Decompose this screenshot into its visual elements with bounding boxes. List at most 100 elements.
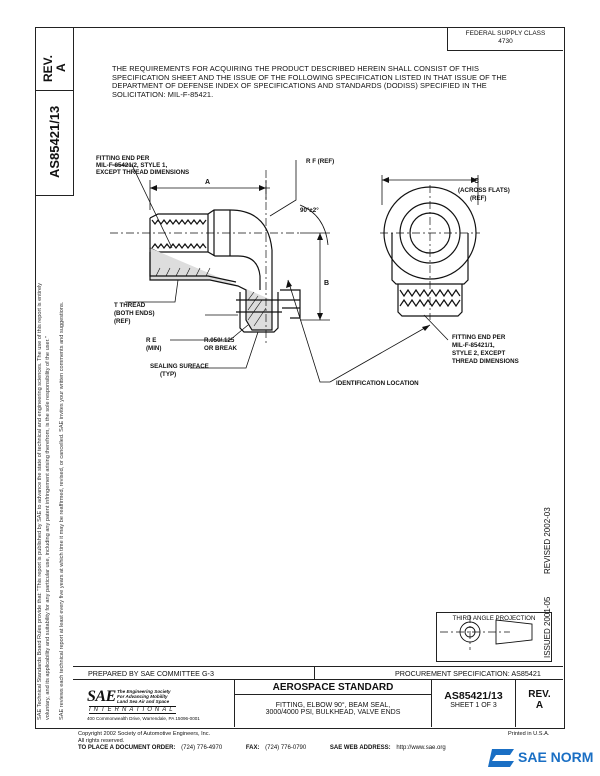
- rights-line: All rights reserved.: [78, 737, 125, 744]
- web-address[interactable]: http://www.sae.org: [396, 745, 446, 751]
- svg-text:MIL-F-85421/1,: MIL-F-85421/1,: [452, 342, 495, 349]
- footer-contact: TO PLACE A DOCUMENT ORDER: (724) 776-497…: [78, 745, 446, 751]
- requirements-text: THE REQUIREMENTS FOR ACQUIRING THE PRODU…: [112, 64, 542, 99]
- drawing-labels: FITTING END PER MIL-F-85421/2, STYLE 1, …: [96, 155, 519, 387]
- arrowheads: [150, 177, 478, 331]
- title-cell: AEROSPACE STANDARD FITTING, ELBOW 90°, B…: [235, 680, 432, 727]
- t-thread-line-1: T THREAD: [114, 302, 146, 309]
- svg-text:THREAD DIMENSIONS: THREAD DIMENSIONS: [452, 358, 519, 365]
- svg-text:(REF): (REF): [114, 318, 131, 325]
- svg-text:R E: R E: [146, 337, 156, 344]
- revised-date: REVISED 2002-03: [543, 507, 552, 574]
- doc-number: AS85421/13: [444, 690, 503, 702]
- identification-label: IDENTIFICATION LOCATION: [336, 380, 419, 387]
- rev-label: REV.: [528, 689, 551, 700]
- prepared-by: PREPARED BY SAE COMMITTEE G-3: [88, 669, 214, 678]
- svg-text:SEALING SURFACE: SEALING SURFACE: [150, 363, 209, 370]
- tagline-line-1: The Engineering Society: [117, 689, 171, 694]
- dim-b-label: B: [324, 280, 329, 287]
- svg-text:R F (REF): R F (REF): [306, 158, 334, 165]
- copyright-line: Copyright 2002 Society of Automotive Eng…: [78, 731, 211, 737]
- sae-logo: SAE: [87, 688, 116, 705]
- sealing-line-2: (TYP): [160, 371, 176, 378]
- requirements-line-2: SPECIFICATION SHEET AND THE ISSUE OF THE…: [112, 72, 507, 82]
- dim-c-line-2: (ACROSS FLATS): [458, 187, 510, 194]
- fitting-left-line-1: FITTING END PER: [96, 155, 150, 162]
- fitting-right-line-3: STYLE 2, EXCEPT: [452, 350, 506, 357]
- centerlines: [110, 170, 510, 650]
- dim-a-label: A: [205, 179, 210, 186]
- watermark-text: SAE NORM: [518, 749, 594, 765]
- svg-text:STYLE 2, EXCEPT: STYLE 2, EXCEPT: [452, 350, 506, 357]
- svg-text:B: B: [324, 280, 329, 287]
- dimension-a: [149, 180, 270, 210]
- rf-label: R F (REF): [306, 158, 334, 165]
- rev-value: A: [535, 700, 544, 711]
- projection-box: THIRD ANGLE PROJECTION: [436, 612, 552, 662]
- sae-logo-cell: SAE The Engineering Society For Advancin…: [73, 680, 235, 727]
- fitting-right-line-2: MIL-F-85421/1,: [452, 342, 495, 349]
- sae-international: INTERNATIONAL: [89, 706, 176, 714]
- svg-text:R.050/.125: R.050/.125: [204, 337, 235, 344]
- footer-printed: Printed in U.S.A.: [508, 731, 550, 737]
- fitting-right-line-4: THREAD DIMENSIONS: [452, 358, 519, 365]
- sidebar-rev-divider: [35, 90, 73, 91]
- federal-supply-value: 4730: [498, 38, 513, 45]
- fitting-left-line-3: EXCEPT THREAD DIMENSIONS: [96, 169, 189, 176]
- description-line-2: 3000/4000 PSI, BULKHEAD, VALVE ENDS: [265, 709, 401, 716]
- sae-address: 400 Commonwealth Drive, Warrendale, PA 1…: [87, 716, 200, 721]
- svg-text:IDENTIFICATION LOCATION: IDENTIFICATION LOCATION: [336, 380, 419, 387]
- title-block-divider-v1: [314, 666, 315, 680]
- svg-text:(REF): (REF): [470, 195, 487, 202]
- footer-copyright: Copyright 2002 Society of Automotive Eng…: [78, 731, 210, 744]
- angle-arc: [299, 204, 329, 246]
- order-phone: (724) 776-4970: [181, 745, 223, 751]
- section-hatching: [155, 267, 267, 327]
- leader-lines: [112, 160, 449, 383]
- watermark-logo-icon: [488, 749, 514, 767]
- standard-title: AEROSPACE STANDARD: [235, 680, 431, 695]
- break-line-2: OR BREAK: [204, 345, 238, 352]
- svg-text:90°±2°: 90°±2°: [300, 207, 319, 214]
- requirements-line-3: DEPARTMENT OF DEFENSE INDEX OF SPECIFICA…: [112, 81, 487, 91]
- svg-text:(TYP): (TYP): [160, 371, 176, 378]
- procurement-spec: PROCUREMENT SPECIFICATION: AS85421: [395, 669, 541, 678]
- web-label: SAE WEB ADDRESS:: [329, 745, 391, 751]
- svg-text:(ACROSS FLATS): (ACROSS FLATS): [458, 187, 510, 194]
- angle-label: 90°±2°: [300, 207, 319, 214]
- fitting-left-line-2: MIL-F-85421/2, STYLE 1,: [96, 162, 167, 169]
- projection-label: THIRD ANGLE PROJECTION: [452, 615, 536, 622]
- re-line-2: (MIN): [146, 345, 161, 352]
- re-line-1: R E: [146, 337, 156, 344]
- break-line-1: R.050/.125: [204, 337, 235, 344]
- federal-supply-label: FEDERAL SUPPLY CLASS: [465, 30, 546, 37]
- order-label: TO PLACE A DOCUMENT ORDER:: [78, 745, 176, 751]
- t-thread-line-2: (BOTH ENDS): [114, 310, 155, 317]
- title-block: SAE The Engineering Society For Advancin…: [73, 680, 563, 727]
- fitting-right-line-1: FITTING END PER: [452, 334, 506, 341]
- svg-text:C: C: [474, 178, 479, 185]
- sealing-line-1: SEALING SURFACE: [150, 363, 209, 370]
- tagline-line-3: Land Sea Air and Space: [117, 699, 170, 704]
- svg-text:T THREAD: T THREAD: [114, 302, 146, 309]
- svg-text:FITTING END PER: FITTING END PER: [96, 155, 150, 162]
- svg-text:FITTING END PER: FITTING END PER: [452, 334, 506, 341]
- svg-text:(BOTH ENDS): (BOTH ENDS): [114, 310, 155, 317]
- fax-number: (724) 776-0790: [265, 745, 307, 751]
- t-thread-line-3: (REF): [114, 318, 131, 325]
- svg-text:OR BREAK: OR BREAK: [204, 345, 238, 352]
- sheet-number: SHEET 1 OF 3: [450, 702, 497, 709]
- projection-symbol: [459, 619, 533, 645]
- elbow-end-view: [383, 186, 477, 317]
- tagline-line-2: For Advancing Mobility: [117, 694, 168, 699]
- sae-logo-tagline: The Engineering Society For Advancing Mo…: [117, 689, 171, 704]
- description-line-1: FITTING, ELBOW 90°, BEAM SEAL,: [275, 702, 391, 709]
- page-frame: [35, 27, 565, 729]
- svg-text:(MIN): (MIN): [146, 345, 161, 352]
- svg-text:MIL-F-85421/2, STYLE 1,: MIL-F-85421/2, STYLE 1,: [96, 162, 167, 169]
- sae-norm-watermark: SAE NORM: [488, 745, 598, 771]
- federal-supply-box: FEDERAL SUPPLY CLASS 4730: [447, 27, 563, 51]
- rev-cell: REV. A: [516, 680, 563, 727]
- svg-text:EXCEPT THREAD DIMENSIONS: EXCEPT THREAD DIMENSIONS: [96, 169, 189, 176]
